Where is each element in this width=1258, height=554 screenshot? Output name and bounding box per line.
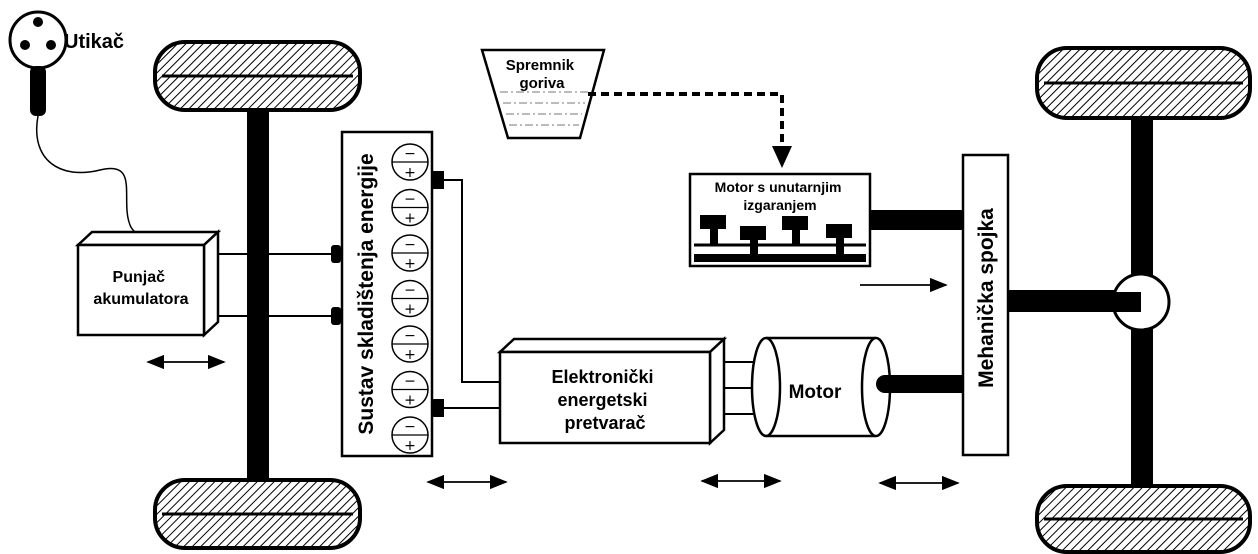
battery-cells: −+−+−+−+−+−+−+ xyxy=(391,143,429,454)
cell-minus-sign: − xyxy=(404,192,416,208)
cell-plus-sign: + xyxy=(404,256,416,272)
cell-plus-sign: + xyxy=(404,347,416,363)
ice-label: Motor s unutarnjim izgaranjem xyxy=(715,179,846,213)
front-top-wheel xyxy=(153,40,362,112)
cell-plus-sign: + xyxy=(404,211,416,227)
rear-top-wheel xyxy=(1035,46,1252,120)
battery-cell: −+ xyxy=(391,325,429,363)
battery-cell: −+ xyxy=(391,188,429,227)
cell-plus-sign: + xyxy=(404,302,416,318)
plug-icon xyxy=(8,10,166,240)
cell-minus-sign: − xyxy=(404,419,416,435)
battery-charger-box xyxy=(74,229,222,338)
battery-cell: −+ xyxy=(391,370,429,409)
cell-plus-sign: + xyxy=(404,393,416,409)
cell-plus-sign: + xyxy=(404,165,416,181)
cell-minus-sign: − xyxy=(404,328,416,344)
plug-label: Utikač xyxy=(64,31,124,53)
battery-cell: −+ xyxy=(391,143,429,181)
mechanical-coupling-label: Mehanička spojka xyxy=(975,208,998,388)
electric-motor xyxy=(750,336,892,438)
battery-cell: −+ xyxy=(391,234,429,272)
fuel-tank xyxy=(480,48,606,140)
cell-minus-sign: − xyxy=(404,374,416,390)
fuel-flow-arrow xyxy=(772,146,792,168)
power-converter-label: Elektronički energetski pretvarač xyxy=(551,367,658,433)
cell-minus-sign: − xyxy=(404,146,416,162)
motor-label: Motor xyxy=(789,382,842,403)
battery-cell: −+ xyxy=(391,416,429,454)
energy-storage-label: Sustav skladištenja energije xyxy=(355,153,378,434)
coupling-output-shaft xyxy=(1008,290,1116,312)
fuel-line xyxy=(588,92,784,150)
fuel-tank-label: Spremnik goriva xyxy=(506,57,579,92)
front-bottom-wheel xyxy=(153,478,362,550)
cell-plus-sign: + xyxy=(404,438,416,454)
cell-minus-sign: − xyxy=(404,283,416,299)
battery-charger-label: Punjač akumulatora xyxy=(93,269,188,308)
dc-wire-top xyxy=(443,179,500,383)
ice-shaft xyxy=(870,210,963,230)
cell-minus-sign: − xyxy=(404,237,416,253)
front-axle xyxy=(247,110,269,480)
rear-bottom-wheel xyxy=(1035,484,1252,554)
battery-cell: −+ xyxy=(391,279,429,318)
ice-pistons xyxy=(694,215,866,262)
power-converter-box xyxy=(496,336,728,446)
